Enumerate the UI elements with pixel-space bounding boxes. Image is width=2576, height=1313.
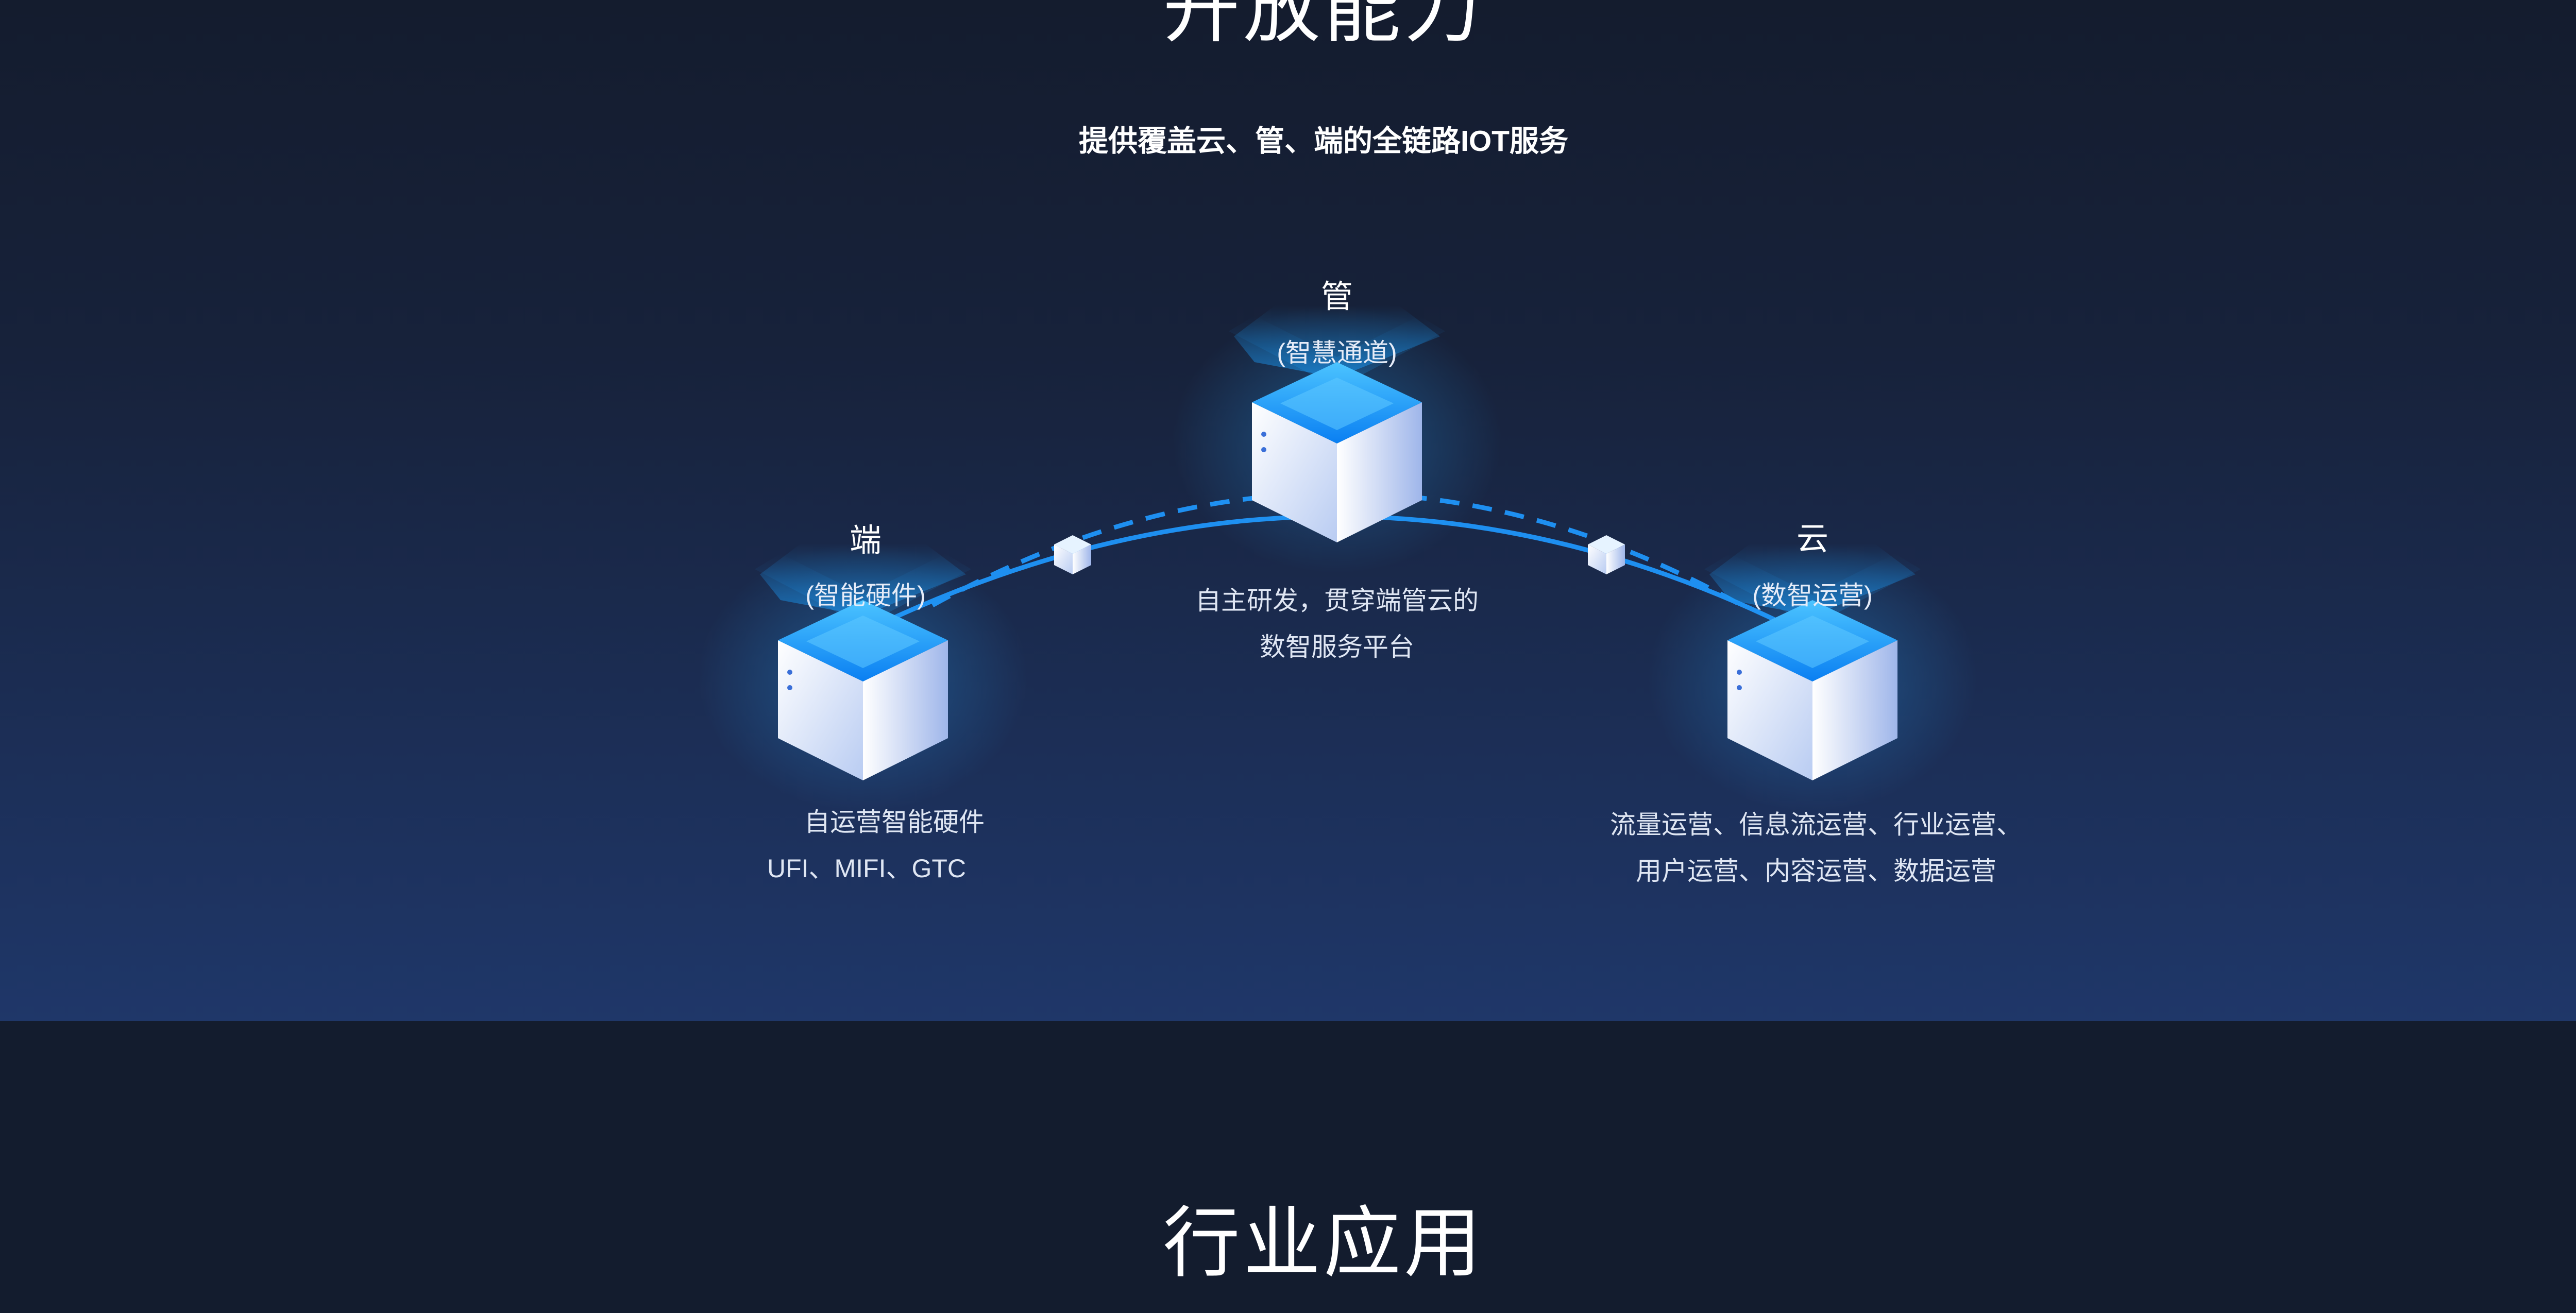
section-title-open-capability: 开放能力 [1162, 0, 1484, 52]
node-guan-subtitle: (智慧通道) [1277, 338, 1397, 367]
open-capability-section: 开放能力 提供覆盖云、管、端的全链路IOT服务 管 (智慧通道) 自主研发，贯穿… [0, 0, 2576, 1021]
section-subtitle: 提供覆盖云、管、端的全链路IOT服务 [1079, 125, 1568, 158]
node-yun-desc-line1: 流量运营、信息流运营、行业运营、 [1610, 810, 2022, 839]
cube-yun [1648, 543, 1977, 811]
node-duan-desc-line2: UFI、MIFI、GTC [767, 854, 967, 883]
section-title-industry-application: 行业应用 [1162, 1200, 1484, 1286]
industry-application-section: 行业应用 [0, 1021, 2576, 1313]
node-guan-desc-line1: 自主研发，贯穿端管云的 [1195, 586, 1479, 615]
architecture-diagram [698, 305, 1977, 811]
connector-cube-left [1054, 535, 1091, 574]
node-duan-subtitle: (智能硬件) [805, 581, 926, 610]
cube-guan [1172, 305, 1502, 573]
node-guan-title: 管 [1320, 279, 1353, 315]
cube-duan [698, 543, 1028, 811]
node-duan-title: 端 [849, 523, 882, 558]
node-yun-subtitle: (数智运营) [1752, 581, 1873, 610]
node-guan-desc-line2: 数智服务平台 [1260, 633, 1414, 661]
connector-cube-right [1588, 535, 1625, 574]
node-yun-title: 云 [1796, 521, 1828, 557]
node-duan-desc-line1: 自运营智能硬件 [804, 808, 985, 837]
node-yun-desc-line2: 用户运营、内容运营、数据运营 [1636, 857, 1996, 885]
